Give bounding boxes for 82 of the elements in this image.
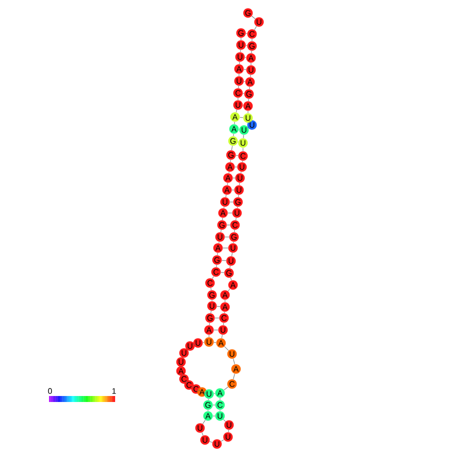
backbone-line [204,392,207,394]
backbone-line [238,194,239,198]
backbone-line [222,218,223,220]
backbone-line [249,120,251,123]
backbone-line [234,122,235,124]
backbone-line [240,50,241,52]
backbone-line [248,98,249,102]
backbone-line [197,390,201,392]
backbone-line [239,62,240,64]
scale-value: 1 [112,388,116,394]
backbone-line [239,182,240,186]
backbone-line [224,386,228,390]
backbone-line [224,300,226,302]
backbone-line [250,62,252,66]
backbone-line [226,224,230,226]
backbone-line [240,38,242,40]
backbone-line [237,206,238,208]
backbone-line [208,398,209,400]
backbone-line [230,160,231,162]
backbone-line [246,33,248,34]
backbone-line [222,260,226,261]
backbone-line [220,230,222,232]
backbone-line [251,50,252,54]
backbone-line [228,430,229,432]
backbone-line [227,182,228,186]
backbone-line [202,432,204,436]
backbone-line [223,419,226,422]
backbone-line [214,342,216,343]
backbone-line [218,242,220,244]
backbone-line [208,334,210,338]
backbone-line [242,160,243,162]
backbone-line [228,172,230,174]
backbone-line [224,346,229,351]
backbone-line [202,420,206,424]
backbone-line [182,374,183,376]
backbone-line [220,272,224,273]
backbone-line [224,236,230,238]
backbone-line [233,242,234,244]
backbone-line [244,57,246,58]
backbone-line [243,134,244,138]
backbone-line [252,16,256,20]
backbone-line [210,310,212,314]
backbone-line [209,441,213,443]
backbone-line [186,380,188,384]
backbone-line [210,288,212,290]
backbone-line [212,404,216,406]
backbone-line [202,342,204,343]
backbone-line [246,45,248,46]
backbone-line [234,230,235,232]
backbone-line [223,322,224,326]
backbone-line [224,312,225,314]
backbone-line [231,146,233,150]
backbone-line [191,386,194,388]
backbone-line [233,374,235,380]
backbone-line [228,212,232,214]
backbone-line [217,252,218,256]
backbone-line [250,74,251,78]
backbone-line [242,93,244,94]
backbone-line [216,264,217,268]
backbone-line [228,288,230,292]
backbone-line [254,26,257,30]
backbone-line [236,110,238,112]
backbone-line [240,117,244,118]
backbone-line [240,172,242,174]
backbone-line [230,277,232,281]
backbone-line [238,86,239,88]
backbone-line [214,393,216,394]
backbone-line [220,439,224,442]
scale-value: 0 [48,388,52,394]
backbone-line [242,148,244,152]
backbone-line [212,276,214,279]
backbone-line [249,86,250,90]
backbone-line [238,74,240,76]
backbone-line [209,322,210,326]
backbone-line [193,344,195,345]
backbone-line [244,81,246,82]
backbone-line [233,358,235,364]
backbone-line [234,166,238,168]
backbone-line [236,155,238,156]
backbone-line [244,69,246,70]
backbone-line [216,306,220,307]
backbone-line [233,134,234,136]
